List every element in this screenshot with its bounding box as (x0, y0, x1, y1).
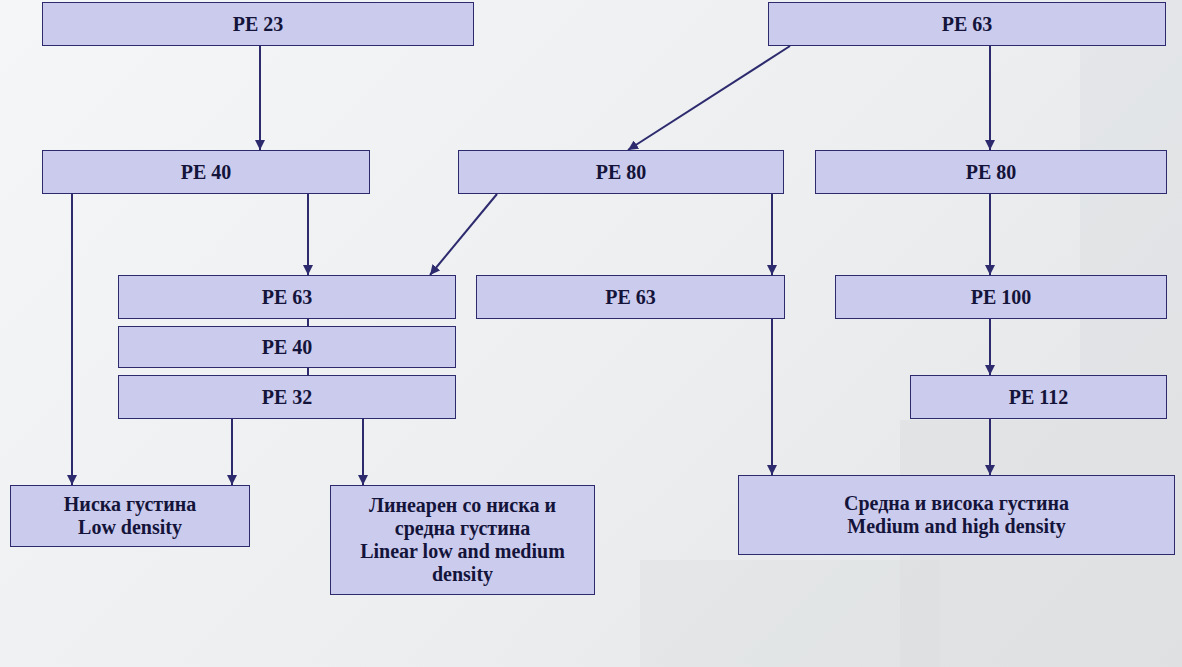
node-text: Linear low and medium density (339, 540, 586, 586)
faded-shape (640, 560, 940, 667)
grade-box: PE 32 (118, 375, 456, 419)
node-text: PE 80 (966, 161, 1017, 184)
flow-arrow (989, 419, 991, 475)
grade-box: PE 40 (118, 326, 456, 368)
node-text: PE 40 (181, 161, 232, 184)
node-text: Средна и висока густина (844, 492, 1069, 515)
connector-line (307, 319, 309, 326)
flow-arrow (989, 319, 991, 375)
grade-box: PE 100 (835, 275, 1167, 319)
node-text: PE 112 (1009, 386, 1068, 409)
grade-box: PE 63 (476, 275, 785, 319)
flow-arrow (362, 419, 364, 485)
node-text: PE 23 (233, 13, 284, 36)
category-box: Линеарен со ниска и средна густинаLinear… (330, 485, 595, 595)
node-text: PE 32 (262, 386, 313, 409)
grade-box: PE 63 (118, 275, 456, 319)
flow-arrow (307, 194, 309, 275)
grade-box: PE 40 (42, 150, 370, 194)
node-text: Ниска густина (64, 493, 196, 516)
grade-box: PE 23 (42, 2, 474, 46)
flow-arrow (628, 46, 790, 150)
flow-arrow (231, 419, 233, 485)
node-text: PE 63 (942, 13, 993, 36)
flow-arrow (430, 194, 497, 275)
grade-box: PE 80 (458, 150, 784, 194)
flow-arrow (771, 319, 773, 475)
grade-box: PE 80 (815, 150, 1167, 194)
grade-box: PE 63 (768, 2, 1166, 46)
node-text: PE 100 (971, 286, 1032, 309)
node-text: Линеарен со ниска и средна густина (339, 494, 586, 540)
node-text: PE 40 (262, 336, 313, 359)
category-box: Ниска густинаLow density (10, 485, 250, 547)
flow-arrow (71, 194, 73, 485)
node-text: PE 80 (596, 161, 647, 184)
node-text: Medium and high density (847, 515, 1065, 538)
faded-shape (1080, 0, 1182, 420)
grade-box: PE 112 (910, 375, 1167, 419)
connector-line (307, 368, 309, 375)
category-box: Средна и висока густинаMedium and high d… (738, 475, 1175, 555)
node-text: Low density (78, 516, 182, 539)
node-text: PE 63 (605, 286, 656, 309)
flow-arrow (989, 194, 991, 275)
flow-arrow (989, 46, 991, 150)
flow-arrow (771, 194, 773, 275)
flow-arrow (259, 46, 261, 150)
node-text: PE 63 (262, 286, 313, 309)
